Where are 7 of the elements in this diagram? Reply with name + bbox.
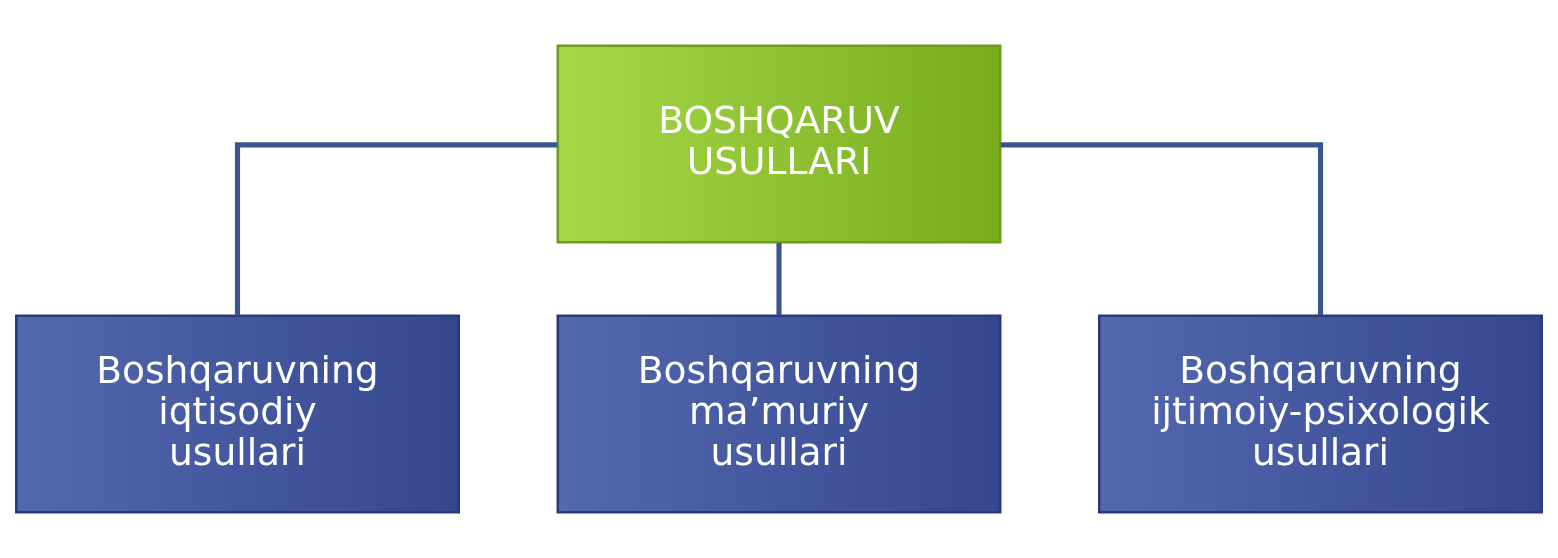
connector	[776, 243, 782, 316]
node-box: Boshqaruvning ijtimoiy-psixologik usullari	[1098, 314, 1543, 514]
node-box: Boshqaruvning ma’muriy usullari	[556, 314, 1002, 514]
node-box: BOSHQARUV USULLARI	[556, 44, 1002, 244]
connector	[234, 142, 558, 316]
connector	[1000, 142, 1324, 316]
node-box: Boshqaruvning iqtisodiy usullari	[15, 314, 460, 514]
